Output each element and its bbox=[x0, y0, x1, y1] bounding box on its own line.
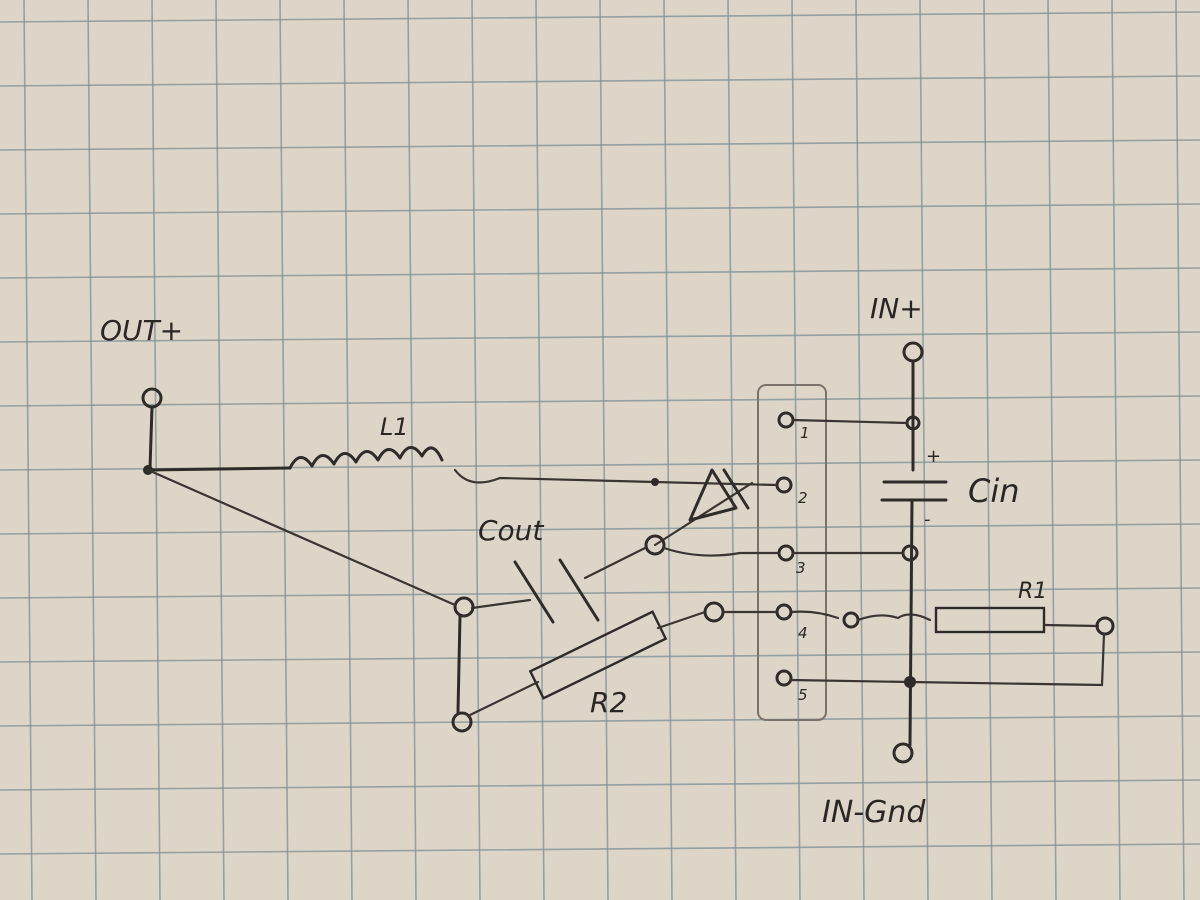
r2-lead-lower bbox=[468, 680, 540, 717]
grid-line-vertical bbox=[855, 0, 865, 900]
grid-line-vertical bbox=[919, 0, 929, 900]
header-pin-label: 3 bbox=[796, 559, 806, 577]
grid-line-horizontal bbox=[0, 587, 1200, 599]
grid-line-horizontal bbox=[0, 715, 1200, 727]
grid-line-horizontal bbox=[0, 779, 1200, 791]
grid-line-vertical bbox=[727, 0, 737, 900]
header-pin-label: 2 bbox=[798, 489, 808, 507]
grid-line-vertical bbox=[343, 0, 353, 900]
resistor-r2 bbox=[528, 610, 668, 700]
grid-line-vertical bbox=[791, 0, 801, 900]
grid-line-horizontal bbox=[0, 843, 1200, 855]
r2-lead-upper bbox=[656, 610, 707, 630]
grid-line-horizontal bbox=[0, 203, 1200, 215]
diode-lead bbox=[653, 481, 754, 547]
r1-lead-right bbox=[1042, 623, 1100, 628]
grid-line-vertical bbox=[599, 0, 609, 900]
junction-l1-diode bbox=[651, 478, 659, 486]
wire-pin5-to-gnd bbox=[789, 678, 912, 684]
wire-pin4-out bbox=[790, 610, 840, 620]
gnd-junction bbox=[904, 676, 916, 688]
grid-line-vertical bbox=[471, 0, 481, 900]
out-plus-lead bbox=[148, 405, 154, 470]
diode-bar bbox=[722, 468, 750, 510]
in-plus-label: IN+ bbox=[870, 292, 923, 325]
wire-pin1-to-inplus bbox=[791, 418, 909, 425]
l1-label: L1 bbox=[380, 413, 409, 441]
gnd-rail bbox=[908, 498, 914, 747]
grid-line-vertical bbox=[1111, 0, 1121, 900]
wire-l1-to-pin2 bbox=[453, 468, 778, 487]
cout-plate-2 bbox=[513, 560, 555, 624]
out-plus-label: OUT+ bbox=[100, 314, 183, 347]
resistor-r1 bbox=[934, 606, 1046, 634]
grid-line-vertical bbox=[151, 0, 161, 900]
cin-label: Cin bbox=[968, 472, 1020, 510]
grid-line-vertical bbox=[535, 0, 545, 900]
inductor-l1 bbox=[288, 446, 444, 470]
r2-label: R2 bbox=[590, 686, 627, 719]
wire-node-to-pin3 bbox=[662, 546, 780, 557]
grid-line-horizontal bbox=[0, 11, 1200, 23]
grid-line-horizontal bbox=[0, 267, 1200, 279]
cout-plate-1 bbox=[558, 558, 600, 622]
grid-line-horizontal bbox=[0, 651, 1200, 663]
cout-r2-node bbox=[453, 596, 475, 618]
diode-body bbox=[688, 468, 738, 522]
grid-line-horizontal bbox=[0, 139, 1200, 151]
wire-node-down bbox=[456, 614, 462, 714]
cout-label: Cout bbox=[478, 514, 544, 547]
header-pin-label: 4 bbox=[798, 624, 808, 642]
wire-r1-to-gnd bbox=[908, 632, 1106, 687]
in-gnd-label: IN-Gnd bbox=[822, 795, 926, 830]
cout-lead-upper bbox=[583, 546, 647, 580]
r1-label: R1 bbox=[1018, 579, 1047, 604]
header-pin-label: 1 bbox=[800, 424, 810, 442]
grid-line-vertical bbox=[407, 0, 417, 900]
wire-out-to-node bbox=[146, 468, 457, 607]
grid-line-vertical bbox=[983, 0, 993, 900]
grid-line-vertical bbox=[1175, 0, 1185, 900]
grid-line-vertical bbox=[279, 0, 289, 900]
header-pin-label: 5 bbox=[798, 686, 808, 704]
grid-line-horizontal bbox=[0, 331, 1200, 343]
grid-line-vertical bbox=[1047, 0, 1057, 900]
grid-line-vertical bbox=[215, 0, 225, 900]
grid-line-vertical bbox=[663, 0, 673, 900]
wire-out-to-l1 bbox=[146, 466, 292, 472]
in-gnd-terminal bbox=[892, 742, 914, 764]
wire-pin4-to-r1 bbox=[856, 613, 932, 622]
cout-lead-lower bbox=[470, 598, 532, 610]
cin-minus-sign: - bbox=[924, 509, 931, 530]
grid-line-horizontal bbox=[0, 395, 1200, 407]
cin-plus-sign: + bbox=[926, 446, 941, 467]
header-pin-5: 5 bbox=[775, 669, 808, 704]
grid-line-horizontal bbox=[0, 523, 1200, 535]
grid-line-horizontal bbox=[0, 75, 1200, 87]
diode-cout-node bbox=[644, 534, 666, 556]
r2-bottom-node bbox=[451, 711, 473, 733]
